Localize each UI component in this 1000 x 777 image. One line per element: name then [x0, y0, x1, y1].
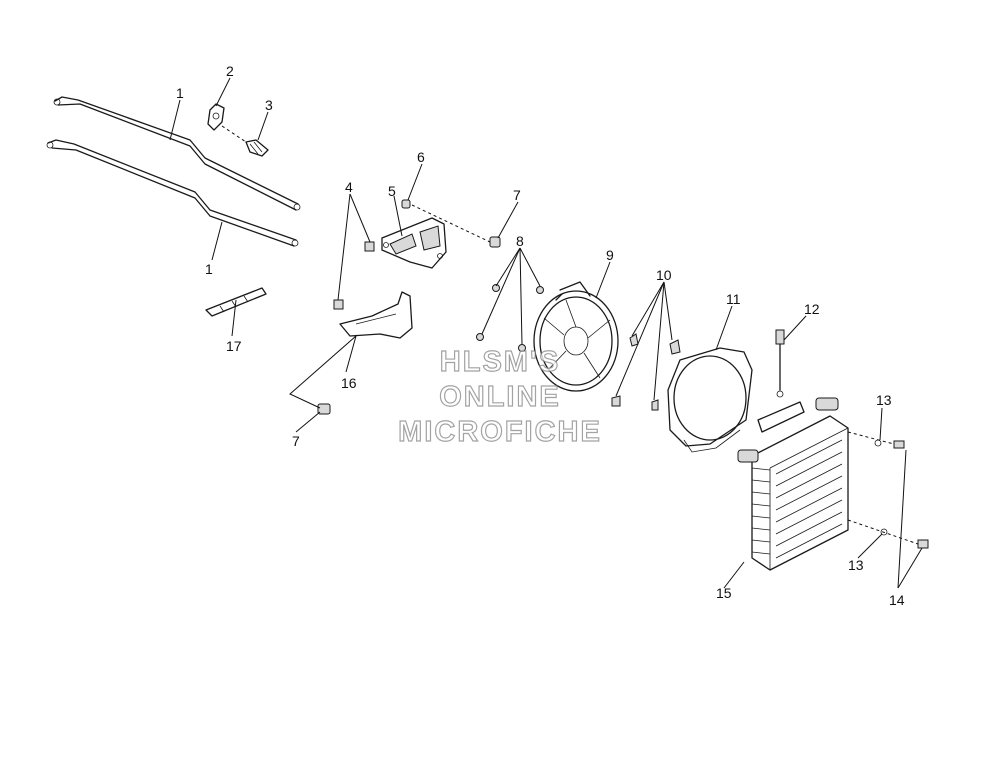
part-4-nut-upper [364, 241, 375, 252]
callout-1-upper: 1 [176, 85, 184, 101]
callout-1-lower: 1 [205, 261, 213, 277]
part-11-shroud [667, 347, 753, 453]
part-9-fan [533, 281, 619, 392]
callout-labels: 1 1 2 3 4 5 6 7 7 8 9 10 11 12 13 13 14 … [176, 63, 905, 608]
callout-15: 15 [716, 585, 732, 601]
part-10-clips [611, 333, 681, 411]
callout-10: 10 [656, 267, 672, 283]
callout-16: 16 [341, 375, 357, 391]
part-15-cooler [737, 397, 849, 571]
part-13-washers [874, 439, 888, 536]
part-7-nut-upper [489, 236, 501, 248]
callout-5: 5 [388, 183, 396, 199]
callout-13-lower: 13 [848, 557, 864, 573]
callout-7-lower: 7 [292, 433, 300, 449]
callout-7-upper: 7 [513, 187, 521, 203]
callout-8: 8 [516, 233, 524, 249]
callout-14: 14 [889, 592, 905, 608]
part-16-bracket [339, 291, 413, 339]
part-12-sensor [775, 329, 785, 398]
callout-9: 9 [606, 247, 614, 263]
callout-13-upper: 13 [876, 392, 892, 408]
part-14-bolts [893, 440, 929, 549]
callout-2: 2 [226, 63, 234, 79]
part-2-clip [207, 103, 225, 131]
part-5-bracket [381, 217, 447, 269]
part-6-bolt [401, 199, 411, 209]
part-4-nut-lower [333, 299, 344, 310]
watermark: HLSM'S ONLINE MICROFICHE [360, 345, 640, 450]
callout-12: 12 [804, 301, 820, 317]
callout-3: 3 [265, 97, 273, 113]
callout-6: 6 [417, 149, 425, 165]
watermark-line-3: MICROFICHE [398, 415, 602, 448]
part-1-lower-cable [46, 139, 299, 247]
leader-lines [169, 77, 923, 589]
part-8-screws [476, 284, 544, 352]
part-17-strap [205, 287, 267, 317]
callout-4: 4 [345, 179, 353, 195]
part-3-screw [245, 139, 269, 157]
callout-17: 17 [226, 338, 242, 354]
part-1-upper-cable [53, 96, 301, 211]
watermark-line-2: ONLINE [439, 380, 561, 413]
callout-11: 11 [726, 291, 741, 307]
watermark-line-1: HLSM'S [439, 345, 561, 378]
part-7-bolt-lower [317, 403, 331, 415]
